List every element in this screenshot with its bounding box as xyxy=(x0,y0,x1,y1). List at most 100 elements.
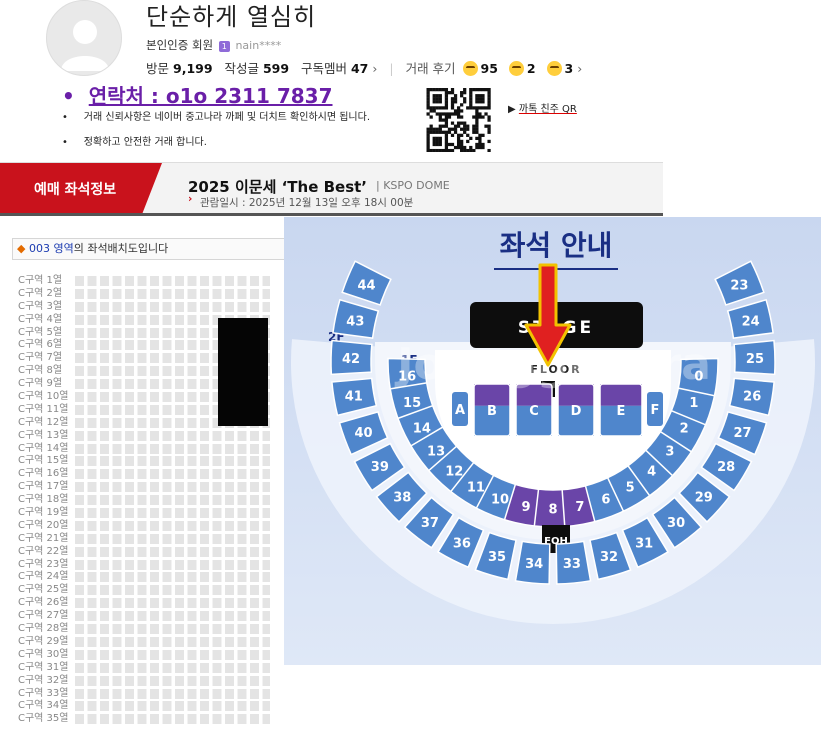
section-1f-label[interactable]: 0 xyxy=(694,370,703,385)
seat-row-cells[interactable] xyxy=(75,675,270,686)
floor-block-back[interactable] xyxy=(600,405,642,436)
seat-row-cells[interactable] xyxy=(75,598,270,609)
section-1f-label[interactable]: 3 xyxy=(665,444,674,459)
seat-row-cells[interactable] xyxy=(75,392,270,403)
seat-row-cells[interactable] xyxy=(75,520,270,531)
section-2f[interactable] xyxy=(700,442,753,492)
floor-block-back[interactable] xyxy=(474,405,510,436)
section-2f[interactable] xyxy=(651,496,703,549)
seat-row-cells[interactable] xyxy=(75,456,270,467)
floor-block-border[interactable] xyxy=(599,383,643,437)
floor-block-label[interactable]: C xyxy=(529,404,539,419)
section-2f-label[interactable]: 36 xyxy=(453,536,471,551)
section-2f[interactable] xyxy=(589,531,632,581)
section-1f-label[interactable]: 4 xyxy=(647,464,656,479)
section-1f-label[interactable]: 12 xyxy=(445,464,463,479)
seat-row-cells[interactable] xyxy=(75,353,270,364)
section-2f-label[interactable]: 33 xyxy=(563,557,581,572)
floor-block-front[interactable] xyxy=(516,384,552,406)
floor-block-label[interactable]: E xyxy=(617,404,626,419)
section-1f[interactable] xyxy=(677,357,719,397)
section-2f[interactable] xyxy=(621,516,669,569)
seat-row-cells[interactable] xyxy=(75,714,270,725)
section-1f-label[interactable]: 10 xyxy=(491,493,509,508)
seat-row-cells[interactable] xyxy=(75,611,270,622)
section-2f-label[interactable]: 43 xyxy=(346,314,364,329)
section-1f-label[interactable]: 1 xyxy=(689,396,698,411)
section-1f-label[interactable]: 5 xyxy=(626,481,635,496)
floor-block-label[interactable]: D xyxy=(571,404,582,419)
section-2f-label[interactable]: 41 xyxy=(345,389,363,404)
section-2f[interactable] xyxy=(555,540,592,585)
posts-count[interactable]: 599 xyxy=(262,61,290,76)
seat-row-cells[interactable] xyxy=(75,636,270,647)
section-2f-label[interactable]: 37 xyxy=(421,516,439,531)
section-2f[interactable] xyxy=(714,260,765,306)
section-2f[interactable] xyxy=(353,442,406,492)
seat-row-cells[interactable] xyxy=(75,559,270,570)
seat-row-cells[interactable] xyxy=(75,276,270,286)
seat-row-cells[interactable] xyxy=(75,301,270,312)
section-2f[interactable] xyxy=(717,410,768,456)
section-2f-label[interactable]: 35 xyxy=(488,550,506,565)
floor-block-label[interactable]: B xyxy=(487,404,497,419)
section-2f[interactable] xyxy=(403,496,455,549)
seat-row-cells[interactable] xyxy=(75,649,270,660)
section-2f-label[interactable]: 31 xyxy=(635,536,653,551)
chevron-right-icon[interactable]: › xyxy=(372,61,378,76)
seat-row-cells[interactable] xyxy=(75,662,270,673)
seat-row-cells[interactable] xyxy=(75,482,270,493)
seat-row-cells[interactable] xyxy=(75,314,270,325)
section-2f-label[interactable]: 28 xyxy=(717,460,735,475)
seat-row-cells[interactable] xyxy=(75,417,270,428)
seat-row-cells[interactable] xyxy=(75,701,270,712)
section-2f[interactable] xyxy=(733,339,776,376)
section-2f[interactable] xyxy=(330,339,373,376)
section-2f[interactable] xyxy=(332,298,380,339)
section-2f-label[interactable]: 25 xyxy=(746,352,764,367)
qr-code-icon[interactable] xyxy=(425,88,492,152)
floor-block-label[interactable]: A xyxy=(455,403,465,418)
section-2f-label[interactable]: 39 xyxy=(371,460,389,475)
section-2f[interactable] xyxy=(514,540,551,585)
seat-row-cells[interactable] xyxy=(75,443,270,454)
section-1f-label[interactable]: 2 xyxy=(680,421,689,436)
floor-block-border[interactable] xyxy=(557,383,595,437)
seat-row-cells[interactable] xyxy=(75,469,270,480)
seat-row-cells[interactable] xyxy=(75,585,270,596)
floor-block-back[interactable] xyxy=(516,405,552,436)
subs-count[interactable]: 47 xyxy=(350,61,369,76)
seat-row-cells[interactable] xyxy=(75,288,270,299)
seat-row-cells[interactable] xyxy=(75,508,270,519)
seat-row-cells[interactable] xyxy=(75,572,270,583)
section-1f-label[interactable]: 13 xyxy=(427,444,445,459)
section-2f-label[interactable]: 34 xyxy=(525,557,543,572)
section-2f-label[interactable]: 32 xyxy=(600,550,618,565)
section-2f-label[interactable]: 44 xyxy=(358,278,376,293)
section-2f-label[interactable]: 23 xyxy=(730,278,748,293)
floor-block-front[interactable] xyxy=(558,384,594,406)
floor-block-front[interactable] xyxy=(600,384,642,406)
seat-row-cells[interactable] xyxy=(75,404,270,415)
section-2f-label[interactable]: 29 xyxy=(695,490,713,505)
seat-row-cells[interactable] xyxy=(75,430,270,441)
seat-row-cells[interactable] xyxy=(75,688,270,699)
floor-block-border[interactable] xyxy=(515,383,553,437)
seat-row-cells[interactable] xyxy=(75,495,270,506)
section-1f-label[interactable]: 7 xyxy=(575,500,584,515)
section-2f[interactable] xyxy=(375,471,428,523)
section-2f[interactable] xyxy=(678,471,731,523)
section-2f-label[interactable]: 24 xyxy=(742,314,760,329)
seat-row-cells[interactable] xyxy=(75,327,270,338)
section-1f-label[interactable]: 8 xyxy=(548,503,557,518)
section-2f-label[interactable]: 27 xyxy=(733,426,751,441)
section-2f[interactable] xyxy=(474,531,517,581)
section-1f-label[interactable]: 9 xyxy=(522,500,531,515)
section-2f[interactable] xyxy=(338,410,389,456)
section-2f[interactable] xyxy=(331,377,378,417)
section-2f-label[interactable]: 26 xyxy=(743,389,761,404)
floor-block-back[interactable] xyxy=(558,405,594,436)
chevron-right-icon[interactable]: › xyxy=(577,61,583,76)
seat-row-cells[interactable] xyxy=(75,366,270,377)
section-1f-label[interactable]: 6 xyxy=(601,493,610,508)
